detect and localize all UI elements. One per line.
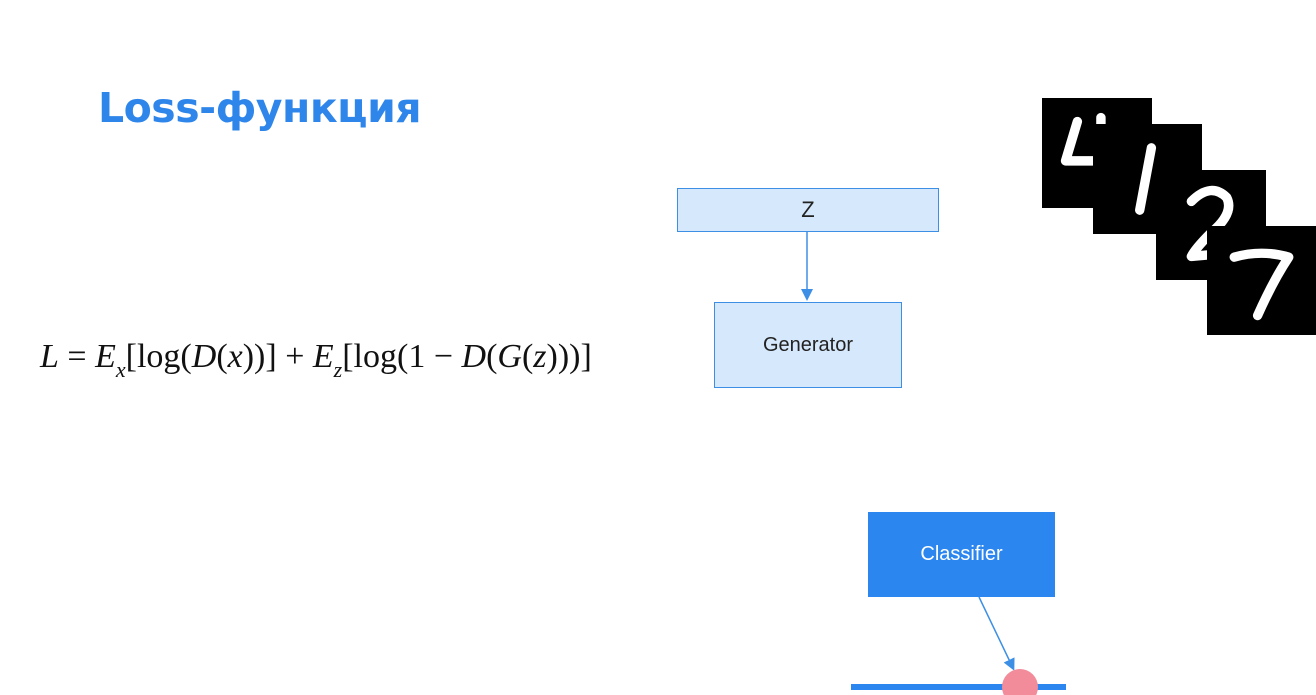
formula-G: G — [497, 338, 522, 375]
formula-sub-x: x — [115, 356, 126, 382]
formula-part1: [log( — [125, 338, 192, 375]
formula-eq: = — [58, 338, 96, 375]
formula-sub-z: z — [333, 356, 343, 382]
digit-7-glyph — [1229, 248, 1294, 321]
generator-label: Generator — [762, 333, 854, 356]
mnist-digit-7 — [1207, 226, 1316, 335]
formula-L: L — [40, 338, 59, 375]
formula-x: x — [227, 338, 243, 375]
formula-D1: D — [191, 338, 217, 375]
formula-open1: ( — [216, 338, 228, 375]
classifier-to-dot-arrow — [978, 596, 1015, 671]
classifier-box: Classifier — [868, 512, 1055, 597]
z-label: Z — [801, 197, 815, 222]
formula-open2: ( — [486, 338, 498, 375]
formula-z: z — [533, 338, 547, 375]
formula-part2: [log(1 − — [342, 338, 462, 375]
z-box: Z — [677, 188, 939, 232]
slide-title: Loss-функция — [98, 84, 422, 132]
decision-dot — [1002, 669, 1038, 695]
formula-close2: )))] — [546, 338, 592, 375]
generator-box: Generator — [714, 302, 902, 388]
formula-E2: E — [312, 338, 334, 375]
digit-1-glyph — [1135, 143, 1157, 215]
classifier-label: Classifier — [920, 543, 1003, 565]
digit-2-glyph — [1186, 185, 1240, 262]
formula-close1: ))] + — [242, 338, 313, 375]
formula-D2: D — [461, 338, 487, 375]
formula-open3: ( — [521, 338, 534, 375]
formula-E1: E — [95, 338, 116, 375]
loss-formula: L = Ex[log(D(x))] + Ez[log(1 − D(G(z)))] — [40, 338, 592, 380]
